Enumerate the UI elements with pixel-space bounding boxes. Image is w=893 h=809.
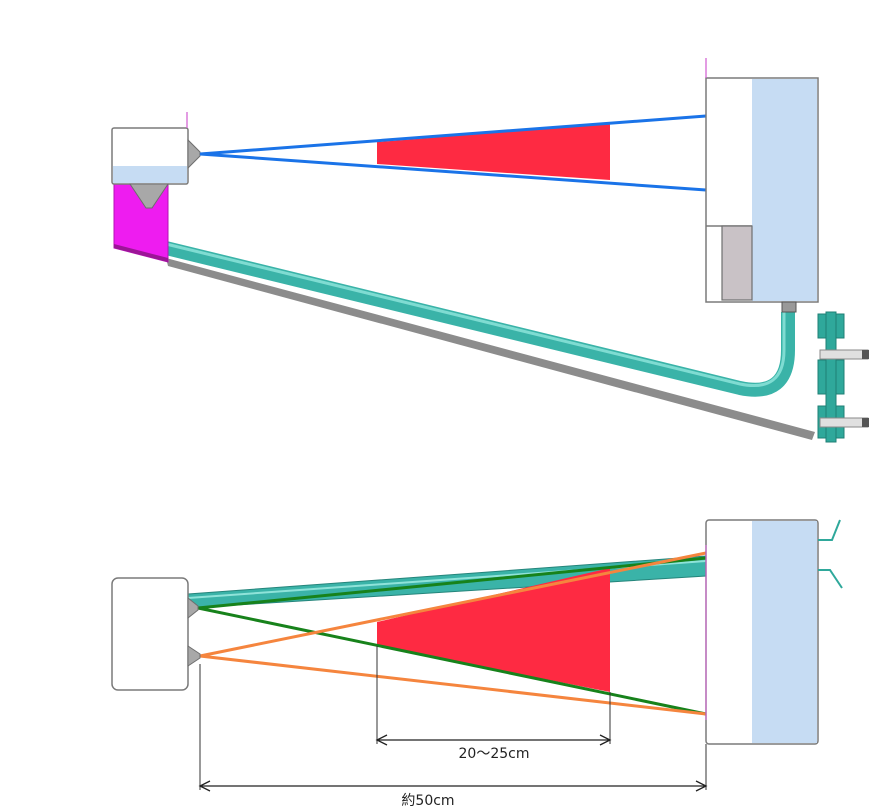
plan-clamp-lower (818, 569, 843, 589)
dim-inner-arrow-left (375, 734, 388, 746)
arm-tube (164, 241, 795, 397)
beam-upper (199, 114, 707, 156)
target-zone (377, 124, 610, 180)
green-beam-upper (197, 556, 707, 610)
green-beam-lower (197, 606, 707, 716)
dim-overall-label: 約50cm (401, 793, 454, 809)
plan-lens-lower-icon (187, 645, 201, 667)
dim-inner-arrow-right (599, 734, 612, 746)
small-sensor-lower-band (113, 166, 187, 183)
dim-inner-label: 20〜25cm (459, 746, 530, 762)
plan-clamp-upper (818, 519, 841, 541)
dim-overall-arrow-left (198, 780, 211, 792)
receiver-blue-panel (752, 79, 817, 301)
mount-bottom-edge (114, 244, 168, 262)
arm-shadow (166, 258, 815, 440)
clamp (817, 311, 869, 443)
connector-nut (781, 301, 797, 313)
side-view (111, 58, 869, 443)
down-lens-icon (129, 183, 169, 209)
plan-view: 20〜25cm 約50cm (111, 519, 843, 809)
receiver-grey-block (721, 225, 753, 301)
arm-tube-highlight (165, 242, 786, 387)
orange-beam-upper (199, 551, 707, 658)
beam-lower (199, 152, 707, 192)
plan-lens-upper-icon (187, 596, 199, 620)
plan-sensor-body (111, 577, 189, 691)
dim-overall-arrow-right (695, 780, 708, 792)
orange-beam-lower (199, 654, 707, 716)
plan-receiver-blue-panel (752, 521, 817, 743)
plan-target-zone (377, 568, 610, 692)
forward-lens-icon (187, 138, 201, 170)
